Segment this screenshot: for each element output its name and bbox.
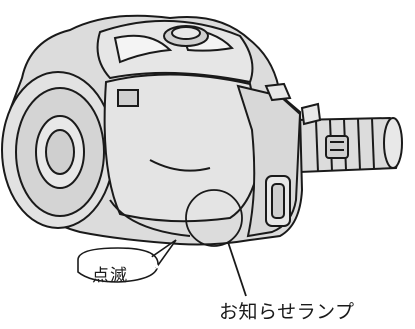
vacuum-body <box>1 14 322 246</box>
blink-callout-label: 点滅 <box>92 266 128 286</box>
indicator-lamp-marker <box>185 189 247 297</box>
indicator-lamp-label: お知らせランプ <box>219 301 355 323</box>
hose <box>294 116 403 174</box>
blink-callout-bubble <box>77 239 177 283</box>
